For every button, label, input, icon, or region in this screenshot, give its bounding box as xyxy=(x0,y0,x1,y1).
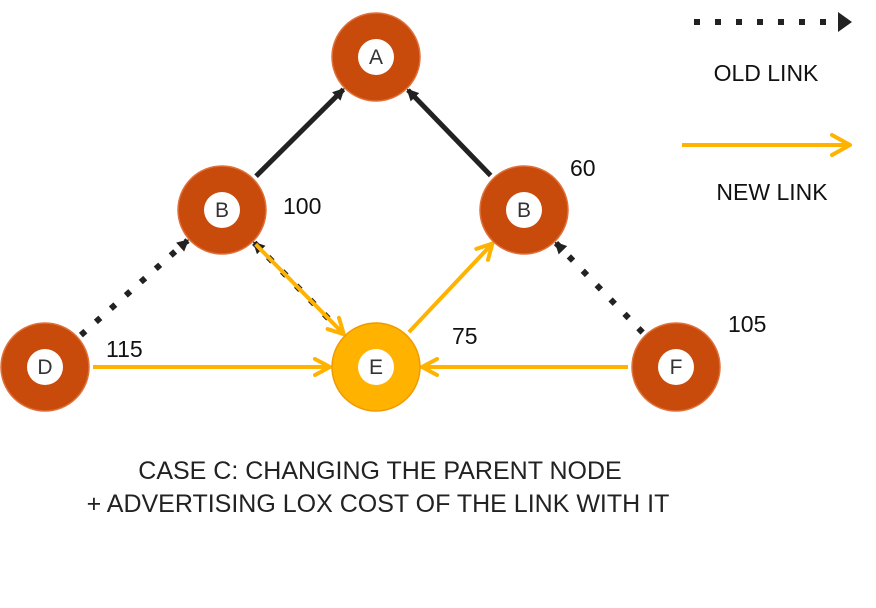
node-b1-center xyxy=(204,192,240,228)
node-a-center xyxy=(358,39,394,75)
legend-new-link-arrowhead xyxy=(830,133,852,157)
node-b1-label: B xyxy=(215,199,229,222)
legend: OLD LINK NEW LINK xyxy=(682,12,852,205)
link-b1-to-a-current xyxy=(254,87,346,178)
node-e: E xyxy=(331,322,421,412)
cost-label-e: 75 xyxy=(452,323,478,349)
node-a-label: A xyxy=(369,46,383,69)
costs-layer: 100 60 115 75 105 xyxy=(106,155,766,362)
node-e-label: E xyxy=(369,356,383,379)
cost-label-d: 115 xyxy=(106,336,143,362)
node-d: D xyxy=(0,322,90,412)
node-d-center xyxy=(27,349,63,385)
node-f-label: F xyxy=(670,356,683,379)
node-b2-center xyxy=(506,192,542,228)
link-b2-to-a-current xyxy=(406,88,493,178)
link-e-to-b2-new xyxy=(407,241,495,334)
caption-line-2: + ADVERTISING LOX COST OF THE LINK WITH … xyxy=(87,490,670,518)
caption: CASE C: CHANGING THE PARENT NODE + ADVER… xyxy=(87,457,670,518)
cost-label-b2: 60 xyxy=(570,155,596,181)
node-e-center xyxy=(358,349,394,385)
cost-label-b1: 100 xyxy=(283,193,321,219)
links-layer xyxy=(78,87,645,377)
link-d-to-b1-old xyxy=(78,238,190,338)
legend-new-link-label: NEW LINK xyxy=(716,179,828,205)
node-f: F xyxy=(631,322,721,412)
link-b1-to-e-new xyxy=(254,242,346,337)
legend-old-link-arrowhead xyxy=(838,12,852,32)
link-f-to-b2-old xyxy=(553,240,645,335)
node-b1: B xyxy=(177,165,267,255)
cost-label-f: 105 xyxy=(728,311,766,337)
node-f-center xyxy=(658,349,694,385)
nodes-layer: A B B D E F xyxy=(0,12,721,412)
legend-old-link-label: OLD LINK xyxy=(714,60,819,86)
node-b2: B xyxy=(479,165,569,255)
node-b2-label: B xyxy=(517,199,531,222)
node-a: A xyxy=(331,12,421,102)
node-d-label: D xyxy=(37,356,52,379)
caption-line-1: CASE C: CHANGING THE PARENT NODE xyxy=(138,457,621,485)
